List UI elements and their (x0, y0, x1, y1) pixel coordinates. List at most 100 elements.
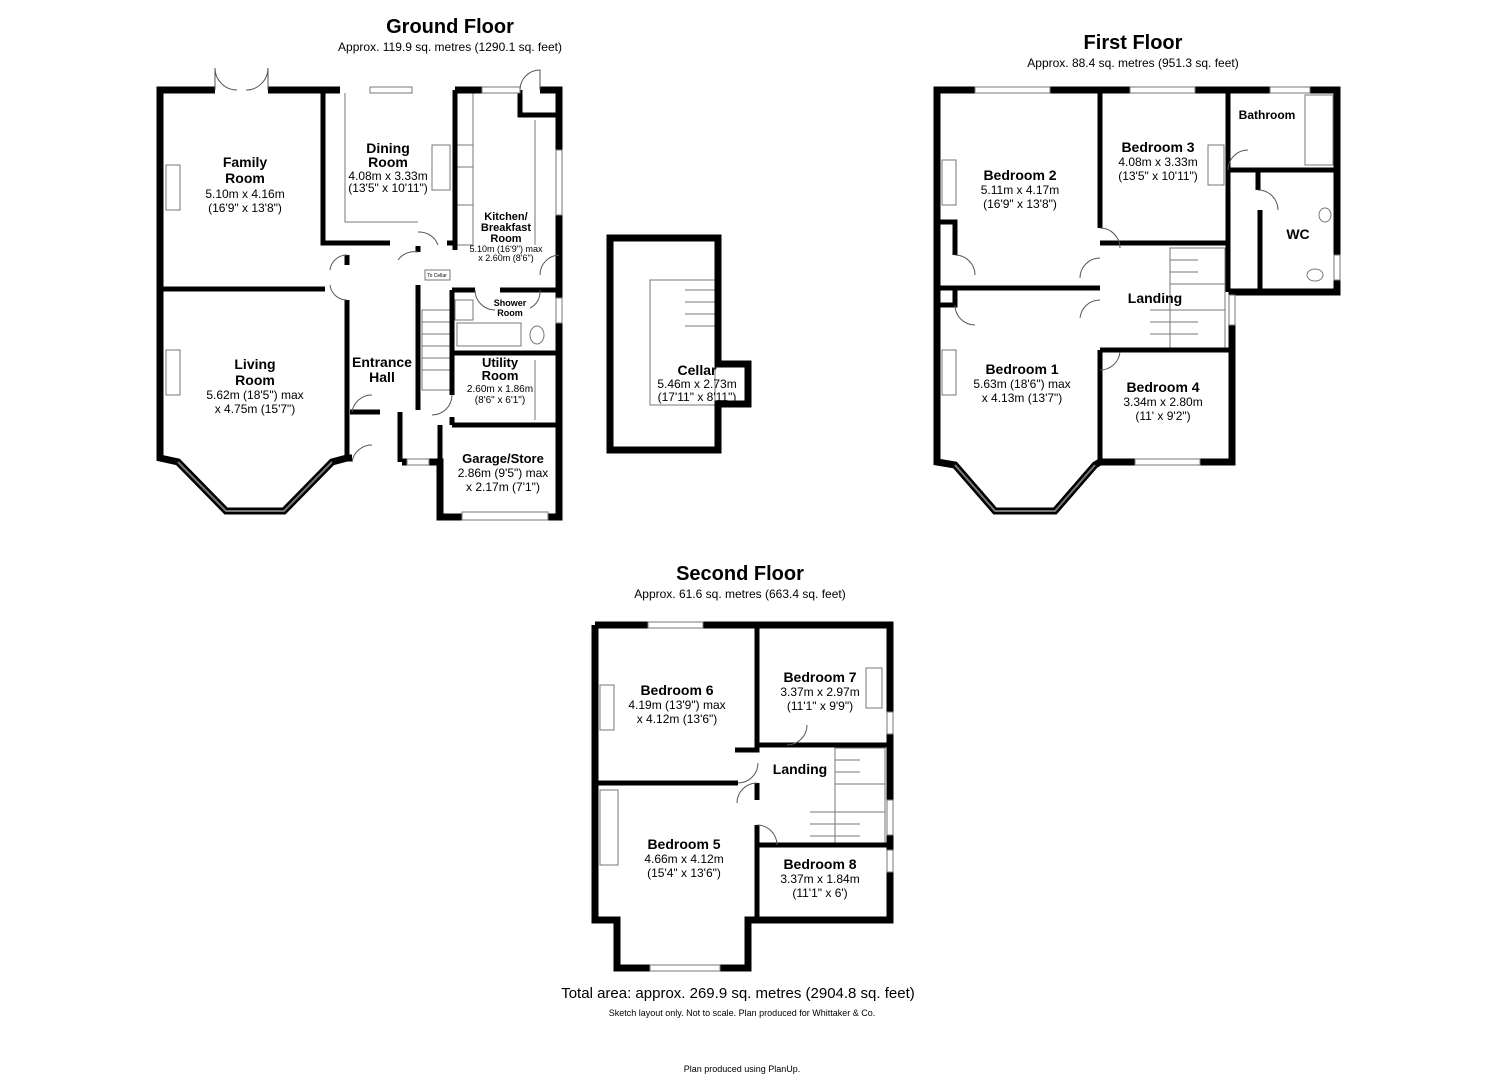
room-name: Bedroom 5 (647, 836, 720, 852)
ground-doors (214, 67, 560, 463)
second-doors (736, 724, 808, 846)
room-bedroom-7: Bedroom 7 3.37m x 2.97m (11'1" x 9'9") (780, 669, 859, 713)
room-dims: 4.08m x 3.33m (1118, 155, 1197, 169)
room-kitchen: Kitchen/ Breakfast Room 5.10m (16'9") ma… (470, 211, 543, 263)
disclaimer: Sketch layout only. Not to scale. Plan p… (609, 1008, 875, 1018)
first-interior-walls (937, 90, 1337, 462)
room-dims: (8'6" x 6'1") (475, 395, 525, 406)
window (647, 621, 704, 629)
second-floor-area: Approx. 61.6 sq. metres (663.4 sq. feet) (634, 587, 845, 601)
window (1333, 254, 1341, 281)
second-interior-walls (595, 625, 890, 920)
room-entrance-hall: Entrance Hall (352, 354, 412, 385)
room-name: Entrance (352, 354, 412, 370)
ground-floor-title: Ground Floor (386, 16, 514, 38)
room-living: Living Room 5.62m (18'5") max x 4.75m (1… (206, 356, 303, 416)
room-dims: 5.10m (16'9") max (470, 244, 543, 254)
room-name: Room (235, 372, 275, 388)
room-dims: 5.11m x 4.17m (981, 183, 1059, 197)
room-dims: (11'1" x 9'9") (787, 699, 853, 713)
window (974, 86, 1051, 94)
second-outer-wall (591, 621, 894, 972)
room-dims: x 4.75m (15'7") (215, 402, 296, 416)
window (555, 149, 563, 216)
room-dims: (16'9" x 13'8") (208, 201, 282, 215)
credit: Plan produced using PlanUp. (684, 1064, 801, 1074)
room-dims: x 4.12m (13'6") (637, 712, 718, 726)
room-name: Dining (366, 140, 410, 156)
room-dims: 5.10m x 4.16m (205, 187, 284, 201)
window (886, 711, 894, 735)
room-name: Bedroom 2 (983, 167, 1056, 183)
room-dims: x 4.13m (13'7") (982, 391, 1063, 405)
room-dims: 3.37m x 2.97m (780, 685, 859, 699)
window (886, 799, 894, 836)
room-dims: (15'4" x 13'6") (647, 866, 721, 880)
room-name: Cellar (678, 362, 717, 378)
room-dims: 5.46m x 2.73m (657, 377, 736, 391)
first-doors (954, 149, 1279, 371)
room-dims: (17'11" x 8'11") (658, 390, 737, 404)
window (1134, 458, 1201, 466)
room-bedroom-1: Bedroom 1 5.63m (18'6") max x 4.13m (13'… (973, 361, 1070, 405)
ground-interior-walls (160, 90, 559, 462)
room-dining: Dining Room 4.08m x 3.33m (13'5" x 10'11… (348, 140, 428, 195)
room-dims: (16'9" x 13'8") (983, 197, 1057, 211)
window (1129, 86, 1196, 94)
room-dims: (13'5" x 10'11") (348, 181, 428, 195)
first-floor: First Floor Approx. 88.4 sq. metres (951… (933, 32, 1341, 515)
room-name: Bedroom 6 (640, 682, 713, 698)
room-bedroom-6: Bedroom 6 4.19m (13'9") max x 4.12m (13'… (628, 682, 725, 726)
second-floor-title: Second Floor (676, 563, 804, 585)
room-name: Shower (494, 298, 527, 308)
room-name: Living (234, 356, 275, 372)
window (406, 458, 430, 466)
room-dims: x 2.60m (8'6") (478, 253, 533, 263)
window (481, 86, 521, 94)
room-dims: 4.08m x 3.33m (348, 169, 427, 183)
room-wc: WC (1286, 226, 1309, 242)
room-bedroom-4: Bedroom 4 3.34m x 2.80m (11' x 9'2") (1123, 379, 1202, 423)
cellar: Cellar 5.46m x 2.73m (17'11" x 8'11") (606, 234, 752, 454)
second-floor: Second Floor Approx. 61.6 sq. metres (66… (591, 563, 894, 972)
room-bedroom-5: Bedroom 5 4.66m x 4.12m (15'4" x 13'6") (644, 836, 723, 880)
room-shower: Shower Room (494, 298, 527, 318)
window (1269, 86, 1311, 94)
total-area: Total area: approx. 269.9 sq. metres (29… (561, 985, 915, 1002)
room-name: Kitchen/ (484, 211, 527, 223)
room-name: Breakfast (481, 222, 531, 234)
room-name: Room (482, 368, 519, 383)
room-utility: Utility Room 2.60m x 1.86m (8'6" x 6'1") (467, 355, 533, 406)
room-name: Room (490, 233, 521, 245)
room-name: Garage/Store (462, 451, 544, 466)
room-name: Bedroom 8 (783, 856, 856, 872)
room-dims: x 2.17m (7'1") (466, 480, 540, 494)
room-dims: 5.62m (18'5") max (206, 388, 303, 402)
room-dims: (11' x 9'2") (1135, 409, 1190, 423)
room-dims: 2.86m (9'5") max (458, 466, 549, 480)
room-dims: 3.34m x 2.80m (1123, 395, 1202, 409)
room-name: Family (223, 154, 268, 170)
room-family: Family Room 5.10m x 4.16m (16'9" x 13'8"… (205, 154, 284, 215)
garage-door[interactable] (461, 511, 549, 521)
window (886, 849, 894, 873)
room-name: Room (225, 170, 265, 186)
window (1228, 294, 1236, 326)
room-bathroom: Bathroom (1239, 108, 1296, 122)
room-dims: 3.37m x 1.84m (780, 872, 859, 886)
room-name: Utility (482, 355, 519, 370)
room-bedroom-2: Bedroom 2 5.11m x 4.17m (16'9" x 13'8") (981, 167, 1059, 211)
first-floor-area: Approx. 88.4 sq. metres (951.3 sq. feet) (1027, 56, 1238, 70)
window (369, 86, 413, 94)
first-floor-title: First Floor (1084, 32, 1183, 54)
room-dims: 4.19m (13'9") max (628, 698, 725, 712)
room-landing: Landing (773, 761, 827, 777)
room-name: Bedroom 7 (783, 669, 856, 685)
room-name: Room (368, 154, 408, 170)
ground-floor-area: Approx. 119.9 sq. metres (1290.1 sq. fee… (338, 40, 562, 54)
window (649, 964, 721, 972)
room-garage: Garage/Store 2.86m (9'5") max x 2.17m (7… (458, 451, 549, 494)
room-dims: 4.66m x 4.12m (644, 852, 723, 866)
room-dims: (11'1" x 6') (792, 886, 847, 900)
